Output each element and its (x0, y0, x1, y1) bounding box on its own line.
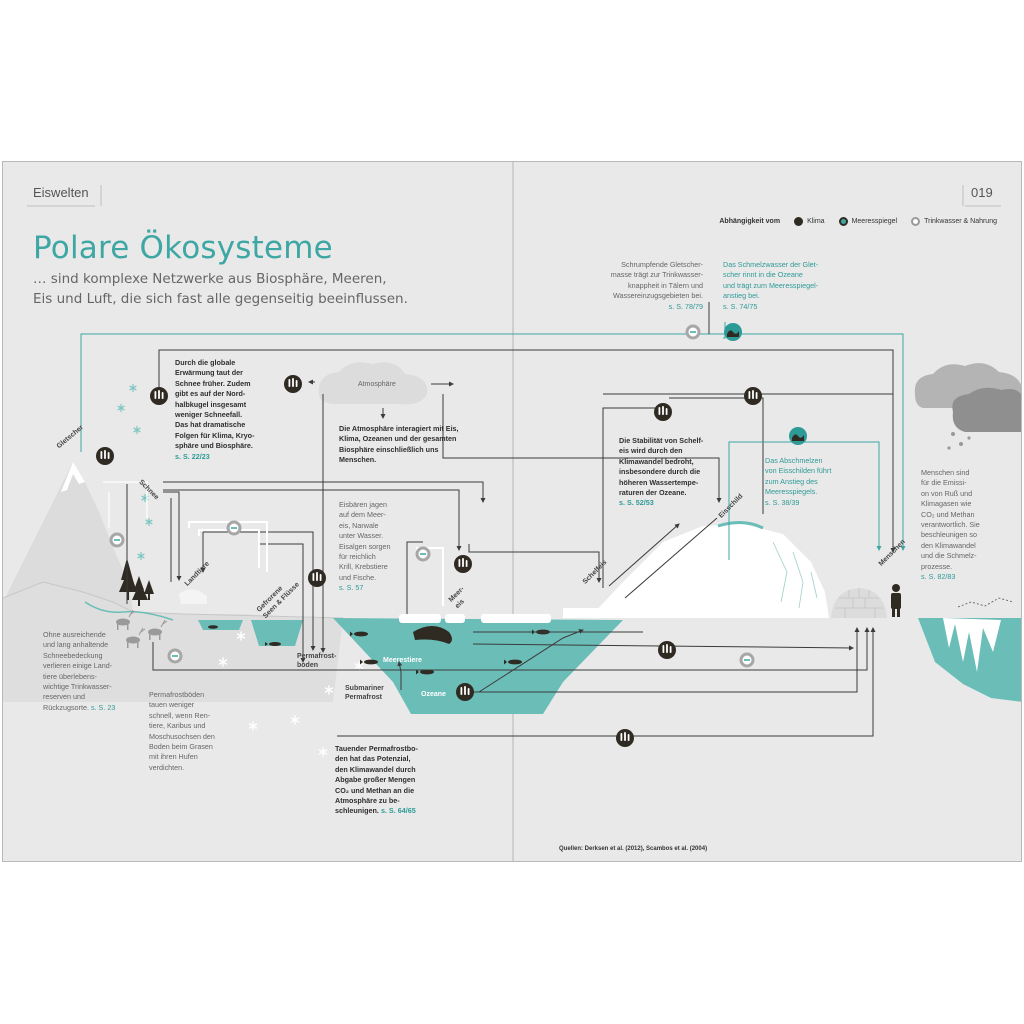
climate-icon-atmosphere (284, 375, 302, 393)
sea-ice-floe-3 (481, 614, 551, 623)
frozen-lake-2 (251, 620, 303, 646)
page-number: 019 (971, 185, 993, 200)
trees (119, 558, 154, 606)
text-meltwater-ref[interactable]: s. S. 74/75 (723, 301, 758, 311)
meltwater-stream (84, 601, 174, 621)
frozen-lake-1 (198, 620, 243, 630)
legend-label-water-food: Trinkwasser & Nahrung (924, 218, 997, 225)
climate-icon-oceans (456, 683, 474, 701)
cloud-atmosphere (318, 362, 428, 405)
water-icon-lakes (226, 520, 242, 536)
text-meltwater: Das Schmelzwasser der Glet- scher rinnt … (723, 260, 818, 312)
water-loops (188, 521, 444, 606)
text-glacier-water-body: Schrumpfende Gletscher- masse trägt zur … (610, 260, 703, 301)
page-subtitle: … sind komplexe Netzwerke aus Biosphäre,… (33, 271, 408, 307)
water-ring-icon (911, 217, 921, 226)
reindeer-group (116, 609, 168, 648)
legend-label-sea-level: Meeresspiegel (851, 218, 898, 225)
node-oceans: Ozeane (421, 691, 446, 698)
text-ice-sheet: Das Abschmelzen von Eisschilden führt zu… (765, 456, 831, 508)
whale-shape (413, 626, 452, 644)
human-figure (891, 584, 901, 617)
ecosystem-diagram (3, 162, 1021, 861)
climate-icon-ice-shelf (654, 403, 672, 421)
source-note: Quellen: Derksen et al. (2012), Scambos … (559, 846, 708, 852)
text-atmosphere: Die Atmosphäre interagiert mit Eis, Klim… (339, 424, 459, 465)
text-humans-ref[interactable]: s. S. 82/83 (921, 572, 956, 582)
sea-ice-floe-1 (399, 614, 441, 623)
climate-icon-permafrost-humans (616, 729, 634, 747)
text-snow-ref[interactable]: s. S. 22/23 (175, 451, 210, 461)
text-snow: Durch die globale Erwärmung taut der Sch… (175, 358, 254, 462)
fish-group (208, 625, 550, 675)
climate-icon-ice-sheet (744, 387, 762, 405)
right-icebergs (943, 618, 1001, 672)
cloud-darker (952, 387, 1021, 432)
node-marine-animals: Meerestiere (383, 657, 422, 664)
legend-label-climate: Klima (807, 218, 825, 225)
thermometer-icon (794, 217, 804, 226)
soot-particles (947, 432, 971, 450)
legend: Abhängigkeit vom Klima Meeresspiegel Tri… (719, 217, 997, 226)
ice-sheet-top-teal (717, 521, 764, 530)
page-title: Polare Ökosysteme (33, 230, 333, 266)
ocean-basin (333, 618, 623, 714)
legend-heading: Abhängigkeit vom (719, 218, 781, 225)
climate-icon-glacier (96, 447, 114, 465)
sea-level-icon-glacier (724, 323, 742, 341)
snow-label-line (103, 481, 148, 518)
sea-ice-floe-2 (445, 614, 465, 623)
text-snow-cover-ref[interactable]: s. S. 23 (90, 702, 116, 712)
wave-icon (838, 217, 848, 226)
climate-icon-snow (150, 387, 168, 405)
sea-level-icon-ice-sheet (789, 427, 807, 445)
connection-lines (80, 302, 906, 737)
text-polar-bears-ref[interactable]: s. S. 57 (339, 583, 364, 593)
text-permafrost-animals: Permafrostböden tauen weniger schnell, w… (149, 690, 215, 772)
text-polar-bears-body: Eisbären jagen auf dem Meer- eis, Narwal… (339, 500, 391, 582)
text-ice-sheet-body: Das Abschmelzen von Eisschilden führt zu… (765, 456, 832, 497)
water-icon-glacier (685, 324, 701, 340)
text-thaw-ref[interactable]: s. S. 64/65 (380, 806, 416, 816)
climate-icon-sea-ice (454, 555, 472, 573)
climate-icon-frozen-lakes (308, 569, 326, 587)
climate-icon-ocean-humans (658, 641, 676, 659)
text-ice-sheet-ref[interactable]: s. S. 38/39 (765, 497, 800, 507)
text-ice-shelf: Die Stabilität von Schelf- eis wird durc… (619, 436, 703, 509)
right-ice-pieces (957, 597, 1014, 608)
water-icon-ocean (739, 652, 755, 668)
text-thaw-body: Tauender Permafrostbo- den hat das Poten… (335, 744, 418, 816)
text-snow-cover: Ohne ausreichende und lang anhaltende Sc… (43, 630, 115, 713)
text-snow-cover-body: Ohne ausreichende und lang anhaltende Sc… (43, 630, 113, 712)
ice-shelf-edge (563, 608, 603, 618)
water-icon-snow (109, 532, 125, 548)
igloo-bricks (835, 588, 883, 618)
water-icon-marine (415, 546, 431, 562)
section-header: Eiswelten (33, 185, 89, 200)
ice-sheet-cracks (772, 541, 818, 609)
node-submarine-permafrost: Submariner Permafrost (345, 685, 384, 701)
polar-bear (179, 589, 207, 604)
text-meltwater-body: Das Schmelzwasser der Glet- scher rinnt … (723, 260, 819, 301)
node-atmosphere: Atmosphäre (358, 381, 396, 388)
text-glacier-water-ref[interactable]: s. S. 78/79 (668, 301, 703, 311)
magazine-spread: Eiswelten 019 Abhängigkeit vom Klima Mee… (2, 161, 1022, 862)
ground-surface (3, 581, 344, 619)
text-permafrost-thaw: Tauender Permafrostbo- den hat das Poten… (335, 744, 418, 817)
node-permafrost: Permafrost- boden (297, 653, 337, 669)
text-humans-body: Menschen sind für die Emissi- on von Ruß… (921, 468, 980, 571)
text-ice-shelf-body: Die Stabilität von Schelf- eis wird durc… (619, 436, 704, 498)
text-humans: Menschen sind für die Emissi- on von Ruß… (921, 468, 980, 582)
water-icon-permafrost (167, 648, 183, 664)
text-polar-bears: Eisbären jagen auf dem Meer- eis, Narwal… (339, 500, 391, 594)
text-glacier-water: Schrumpfende Gletscher- masse trägt zur … (603, 260, 703, 312)
text-snow-body: Durch die globale Erwärmung taut der Sch… (175, 358, 255, 451)
text-ice-shelf-ref[interactable]: s. S. 52/53 (619, 498, 654, 508)
ground-left (3, 582, 343, 702)
mountain-left-snow (61, 462, 85, 492)
